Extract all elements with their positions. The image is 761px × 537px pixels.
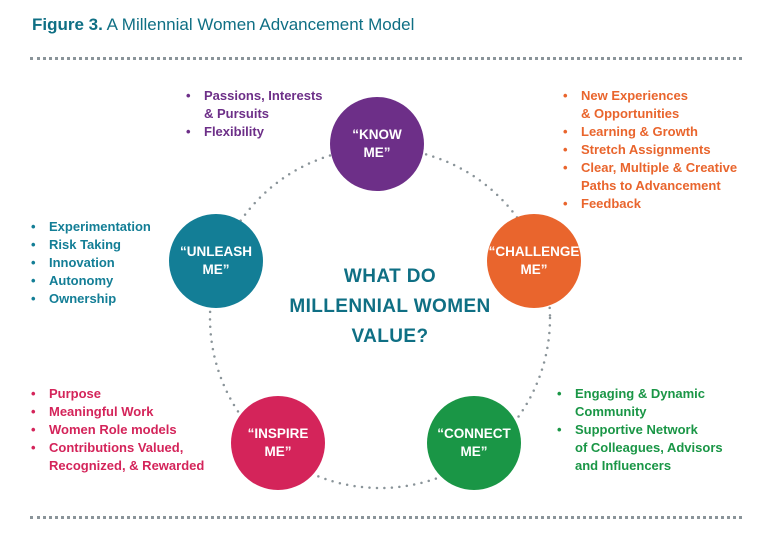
node-challenge-me: “CHALLENGE ME” — [487, 214, 581, 308]
node-inspire-me-line1: “INSPIRE — [247, 426, 309, 441]
node-unleash-me-line2: ME” — [202, 262, 230, 277]
list-item-line: Stretch Assignments — [581, 142, 711, 157]
top-divider — [30, 57, 742, 60]
list-item-connect: Supportive Network of Colleagues, Advisor… — [557, 421, 723, 475]
list-item-line: Flexibility — [204, 124, 264, 139]
inspire-me-list: PurposeMeaningful WorkWomen Role modelsC… — [31, 385, 204, 475]
node-connect-me: “CONNECT ME” — [427, 396, 521, 490]
list-item-unleash: Autonomy — [31, 272, 151, 290]
list-item-line: Women Role models — [49, 422, 177, 437]
node-connect-me-line1: “CONNECT — [437, 426, 511, 441]
list-item-line: Community — [575, 404, 647, 419]
list-item-line: & Pursuits — [204, 106, 270, 121]
center-line2: MILLENNIAL WOMEN — [289, 296, 491, 317]
node-unleash-me: “UNLEASH ME” — [169, 214, 263, 308]
list-item-line: Experimentation — [49, 219, 151, 234]
list-item-line: Paths to Advancement — [581, 178, 721, 193]
list-item-unleash: Experimentation — [31, 218, 151, 236]
node-inspire-me-line2: ME” — [264, 444, 292, 459]
list-item-line: & Opportunities — [581, 106, 680, 121]
list-item-unleash: Ownership — [31, 290, 151, 308]
list-item-unleash: Innovation — [31, 254, 151, 272]
figure-title: Figure 3. A Millennial Women Advancement… — [32, 15, 414, 35]
list-item-line: Learning & Growth — [581, 124, 698, 139]
list-item-unleash: Risk Taking — [31, 236, 151, 254]
challenge-me-list: New Experiences & OpportunitiesLearning &… — [563, 87, 737, 213]
list-item-line: Meaningful Work — [49, 404, 154, 419]
node-know-me: “KNOW ME” — [330, 97, 424, 191]
list-item-line: Autonomy — [49, 273, 114, 288]
list-item-line: Feedback — [581, 196, 641, 211]
list-item-line: Supportive Network — [575, 422, 698, 437]
connect-me-list: Engaging & DynamicCommunitySupportive Ne… — [557, 385, 723, 475]
ring-circle — [208, 146, 552, 490]
list-item-challenge: Learning & Growth — [563, 123, 737, 141]
list-item-line: Clear, Multiple & Creative — [581, 160, 738, 175]
list-item-line: Purpose — [49, 386, 102, 401]
center-question: WHAT DO MILLENNIAL WOMEN VALUE? — [250, 262, 530, 352]
node-unleash-me-line1: “UNLEASH — [179, 244, 252, 259]
bottom-divider — [30, 516, 742, 519]
list-item-line: New Experiences — [581, 88, 688, 103]
list-item-inspire: Women Role models — [31, 421, 204, 439]
list-item-challenge: Feedback — [563, 195, 737, 213]
list-item-line: Risk Taking — [49, 237, 122, 252]
node-know-me-line1: “KNOW — [352, 127, 402, 142]
list-item-line: Passions, Interests — [204, 88, 323, 103]
figure-label: Figure 3. — [32, 15, 103, 34]
list-item-line: and Influencers — [575, 458, 672, 473]
list-item-know: Flexibility — [186, 123, 323, 141]
unleash-me-list: ExperimentationRisk TakingInnovationAuto… — [31, 218, 151, 308]
center-line1: WHAT DO — [343, 266, 437, 287]
list-item-line: Ownership — [49, 291, 117, 306]
know-me-list: Passions, Interests & PursuitsFlexibility — [186, 87, 323, 141]
node-challenge-me-line2: ME” — [520, 262, 548, 277]
list-item-challenge: Stretch Assignments — [563, 141, 737, 159]
node-know-me-line2: ME” — [363, 145, 391, 160]
list-item-know: Passions, Interests & Pursuits — [186, 87, 323, 123]
list-item-line: Engaging & Dynamic — [575, 386, 706, 401]
list-item-line: Innovation — [49, 255, 115, 270]
list-item-inspire: Purpose — [31, 385, 204, 403]
list-item-line: of Colleagues, Advisors — [575, 440, 723, 455]
figure-caption: A Millennial Women Advancement Model — [106, 15, 415, 34]
list-item-line: Contributions Valued, — [49, 440, 184, 455]
list-item-line: Recognized, & Rewarded — [49, 458, 205, 473]
list-item-inspire: Contributions Valued, Recognized, & Rewar… — [31, 439, 204, 475]
list-item-inspire: Meaningful Work — [31, 403, 204, 421]
node-challenge-me-line1: “CHALLENGE — [488, 244, 580, 259]
center-line3: VALUE? — [351, 326, 429, 347]
node-inspire-me: “INSPIRE ME” — [231, 396, 325, 490]
node-connect-me-line2: ME” — [460, 444, 488, 459]
list-item-challenge: New Experiences & Opportunities — [563, 87, 737, 123]
